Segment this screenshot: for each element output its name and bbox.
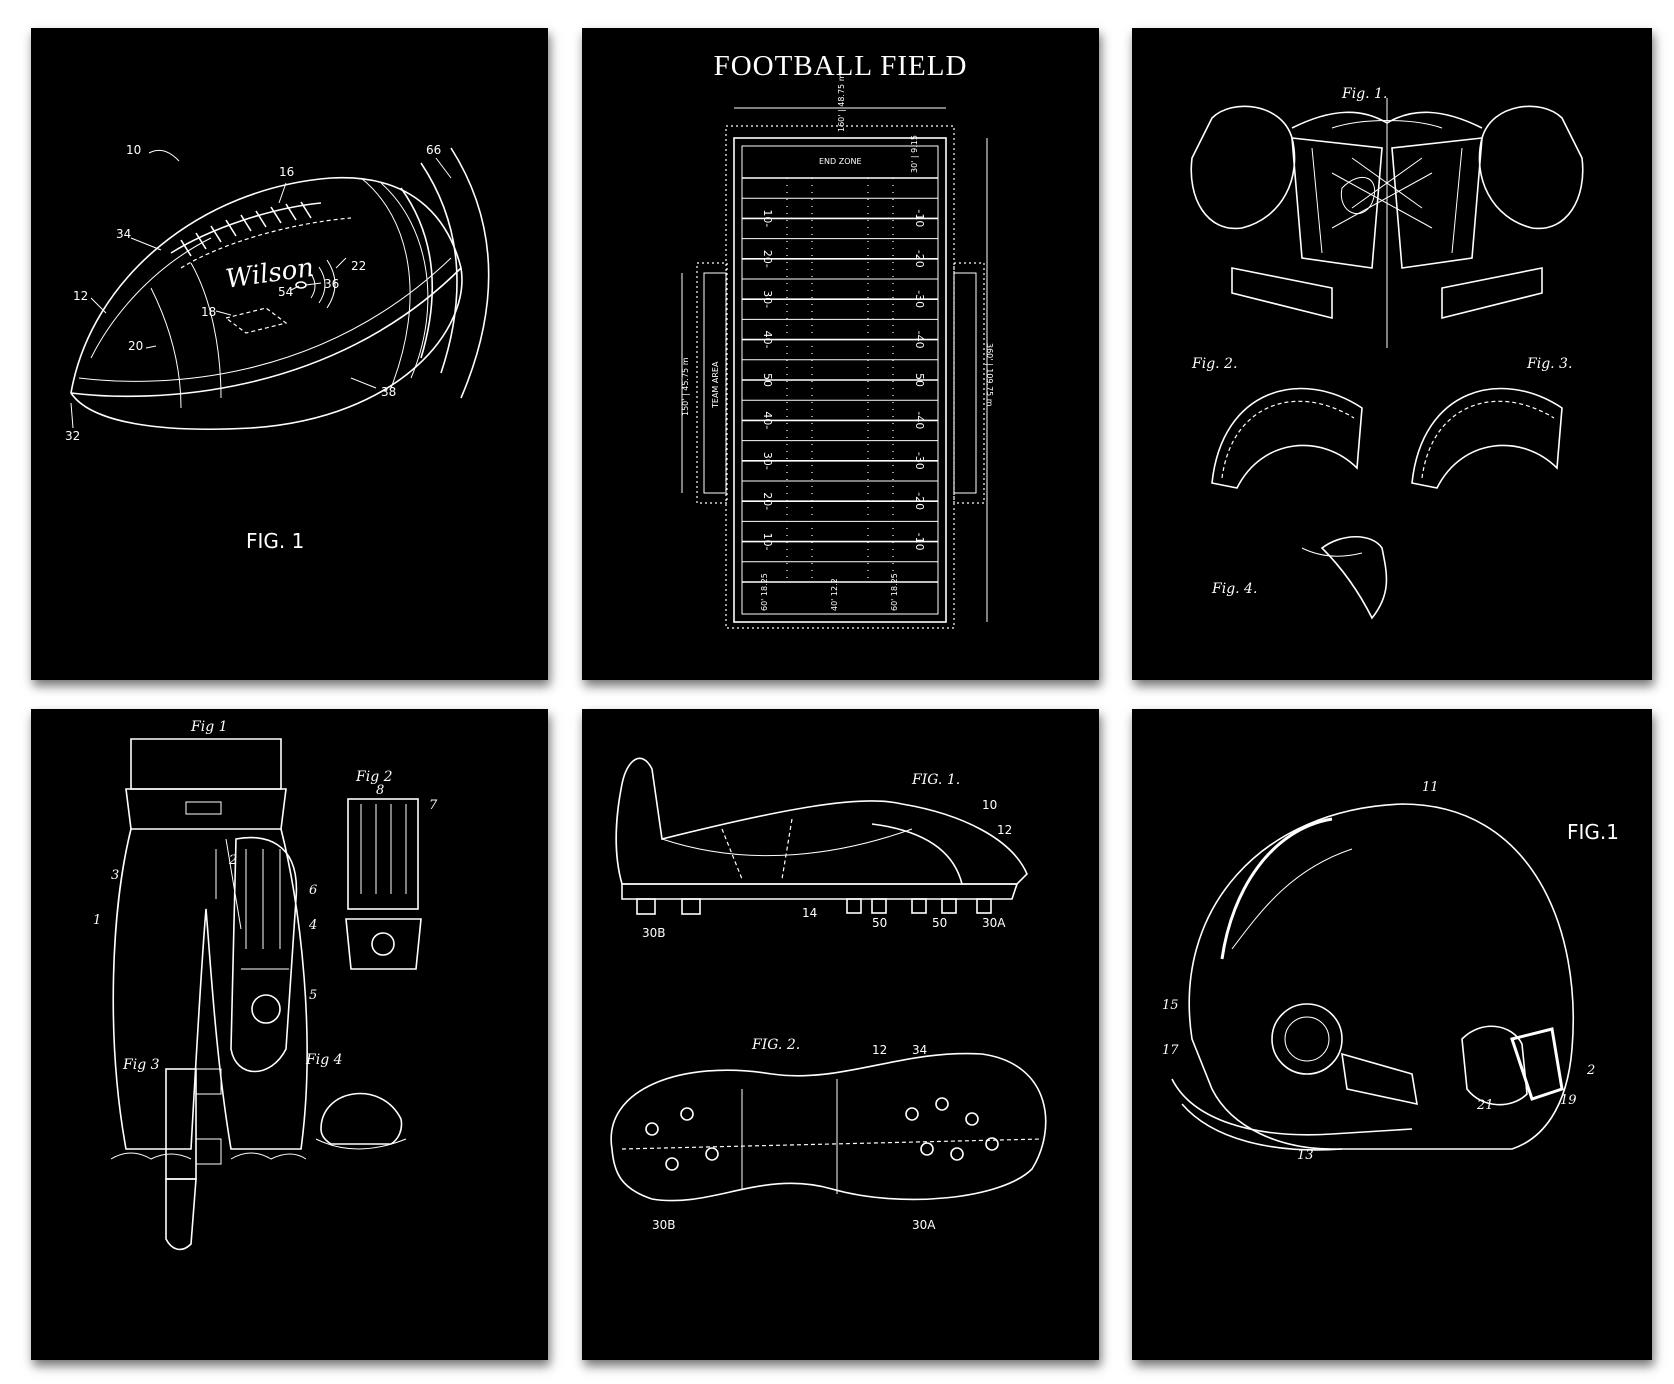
dim-end-zone: 30' | 9.15 (910, 135, 919, 173)
fig-label: Fig 1 (190, 719, 228, 735)
ref-label: 12 (73, 289, 88, 303)
field-title: FOOTBALL FIELD (713, 50, 968, 82)
end-zone-label: END ZONE (819, 157, 862, 166)
ref-label: 10 (982, 798, 997, 812)
ref-label: 11 (1422, 780, 1439, 795)
yard-number-left: 50 (761, 373, 774, 387)
fig-label: FIG. 2. (751, 1037, 800, 1053)
ref-label: 30B (652, 1218, 676, 1232)
ref-label: 30B (642, 926, 666, 940)
team-area-label: TEAM AREA (711, 361, 720, 409)
ref-label: 12 (872, 1043, 887, 1057)
fig-label: Fig 2 (355, 769, 393, 785)
fig-label: Fig. 4. (1211, 581, 1257, 597)
shoulder-pads-poster: Fig. 1. Fig. 2. Fig. 3. Fig. 4. (1132, 28, 1652, 680)
fig-label: Fig 4 (305, 1052, 343, 1068)
yard-number-right: -40 (913, 331, 926, 349)
cleat-patent-poster: FIG. 1. FIG. 2. 10 12 14 30B 50 50 30A 1… (582, 709, 1099, 1360)
fig-label: Fig. 1. (1341, 86, 1387, 102)
football-field-poster: FOOTBALL FIELD 160' | 48.75 m END ZONE 3… (582, 28, 1099, 680)
yard-number-right: 50 (913, 373, 926, 387)
ref-label: 16 (279, 165, 294, 179)
fig-label: Fig 3 (122, 1057, 160, 1073)
ref-label: 6 (309, 883, 317, 898)
yard-number-right: -20 (913, 250, 926, 268)
ref-label: 5 (309, 988, 317, 1003)
yard-number-right: -30 (913, 290, 926, 308)
ref-label: 34 (912, 1043, 927, 1057)
ref-label: 18 (201, 305, 216, 319)
ref-label: 36 (324, 277, 339, 291)
dim-bottom: 60' 18.25 (890, 573, 899, 611)
ref-label: 34 (116, 227, 131, 241)
cleat-drawing: FIG. 1. FIG. 2. 10 12 14 30B 50 50 30A 1… (610, 757, 1047, 1232)
fig-label: Fig. 3. (1526, 356, 1572, 372)
dim-bottom: 60' 18.25 (760, 573, 769, 611)
shoulder-pads-drawing: Fig. 1. Fig. 2. Fig. 3. Fig. 4. (1190, 86, 1584, 620)
ref-label: 66 (426, 143, 441, 157)
yard-number-left: 20- (761, 250, 774, 268)
ref-label: 8 (376, 783, 384, 798)
football-drawing: Wilson 10 16 66 34 22 12 18 54 36 20 (65, 143, 490, 553)
ref-label: 19 (1560, 1093, 1577, 1108)
ref-label: 20 (128, 339, 143, 353)
yard-number-right: -40 (913, 411, 926, 429)
yard-number-left: 40- (761, 331, 774, 349)
yard-number-left: 30- (761, 290, 774, 308)
ref-label: 12 (997, 823, 1012, 837)
ref-label: 32 (65, 429, 80, 443)
yard-number-left: 30- (761, 452, 774, 470)
yard-number-left: 40- (761, 411, 774, 429)
fig-label: FIG.1 (1567, 820, 1619, 844)
ref-label: 30A (912, 1218, 936, 1232)
fig-label: FIG. 1. (911, 772, 960, 788)
yard-number-right: -20 (913, 492, 926, 510)
dim-length: 360' | 109.75 m (985, 343, 994, 407)
fig-label: FIG. 1 (246, 529, 304, 553)
ref-label: 13 (1297, 1148, 1314, 1163)
dim-bottom: 40' 12.2 (830, 578, 839, 611)
ref-label: 7 (429, 798, 438, 813)
football-pants-poster: Fig 1 Fig 2 Fig 3 Fig 4 1 2 3 4 5 6 7 8 (31, 709, 548, 1360)
yard-number-left: 10- (761, 533, 774, 551)
ref-label: 30A (982, 916, 1006, 930)
field-diagram: 160' | 48.75 m END ZONE 30' | 9.15 150' … (681, 73, 994, 629)
dim-top-width: 160' | 48.75 m (837, 73, 846, 132)
ref-label: 2 (1586, 1063, 1595, 1078)
ref-label: 54 (278, 285, 293, 299)
ref-label: 22 (351, 259, 366, 273)
ref-label: 17 (1162, 1043, 1179, 1058)
ref-label: 14 (802, 906, 817, 920)
yard-number-right: -30 (913, 452, 926, 470)
ref-label: 1 (93, 913, 101, 928)
fig-label: Fig. 2. (1191, 356, 1237, 372)
yard-number-right: -10 (913, 533, 926, 551)
pants-drawing: Fig 1 Fig 2 Fig 3 Fig 4 1 2 3 4 5 6 7 8 (93, 719, 438, 1251)
helmet-drawing: FIG.1 11 15 17 13 2 21 19 (1162, 780, 1619, 1163)
ref-label: 2 (228, 853, 237, 868)
yard-number-left: 10- (761, 209, 774, 227)
ref-label: 4 (308, 918, 317, 933)
yard-number-left: 20- (761, 492, 774, 510)
ref-label: 3 (111, 868, 119, 883)
ref-label: 15 (1162, 998, 1179, 1013)
ref-label: 50 (872, 916, 887, 930)
ref-label: 10 (126, 143, 141, 157)
football-patent-poster: Wilson 10 16 66 34 22 12 18 54 36 20 (31, 28, 548, 680)
helmet-patent-poster: FIG.1 11 15 17 13 2 21 19 (1132, 709, 1652, 1360)
yard-number-right: -10 (913, 209, 926, 227)
ref-label: 50 (932, 916, 947, 930)
dim-side: 150' | 45.75 m (681, 357, 690, 416)
ref-label: 38 (381, 385, 396, 399)
ref-label: 21 (1476, 1098, 1494, 1113)
